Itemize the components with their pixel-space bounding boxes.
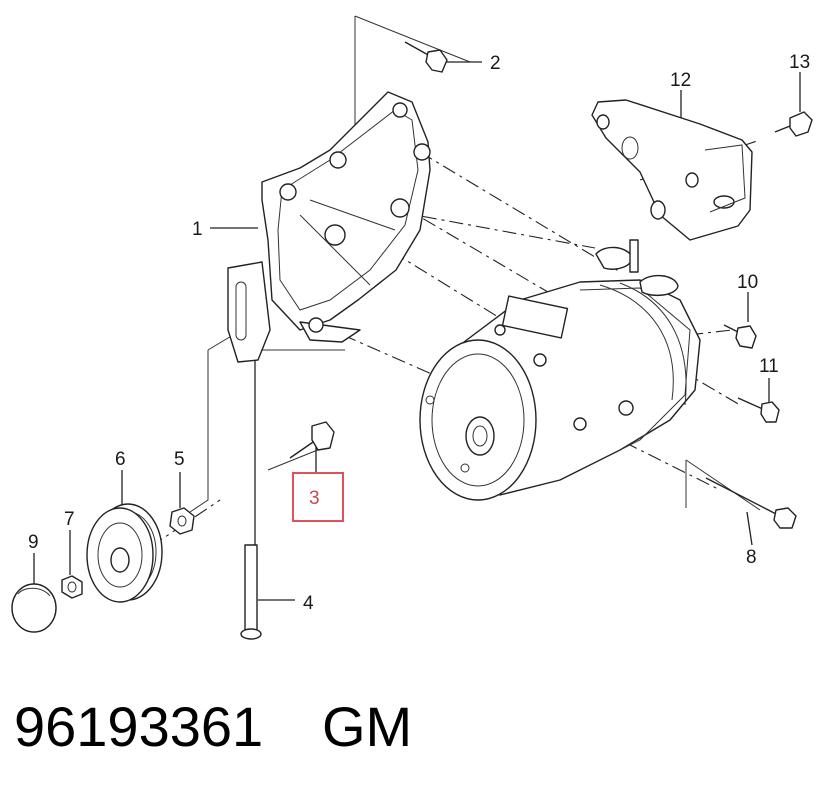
mounting-bracket [227, 91, 431, 363]
callout-11: 11 [759, 356, 779, 377]
callout-1: 1 [192, 219, 203, 240]
callout-9: 9 [28, 532, 39, 553]
ac-compressor [419, 239, 701, 501]
callout-labels: 2 1 3 4 5 6 7 8 9 10 11 12 13 [28, 52, 810, 614]
rear-bracket [591, 99, 753, 241]
callout-12: 12 [670, 70, 691, 91]
callout-13: 13 [789, 52, 810, 73]
callout-3: 3 [309, 488, 320, 509]
highlight-box [292, 472, 344, 522]
callout-8: 8 [746, 547, 757, 568]
bolt-2 [404, 41, 448, 73]
callout-10: 10 [737, 272, 758, 293]
bolt-3 [289, 421, 335, 459]
bolt-8 [705, 477, 797, 529]
brand-label: GM [322, 695, 413, 758]
bolt-13 [774, 111, 813, 137]
idler-pulley [86, 503, 163, 603]
callout-2: 2 [490, 53, 501, 74]
part-number: 96193361 [14, 695, 264, 758]
callout-7: 7 [64, 509, 75, 530]
bolt-11 [737, 397, 780, 423]
nut-7 [61, 575, 83, 599]
callout-6: 6 [115, 449, 126, 470]
callout-5: 5 [174, 449, 185, 470]
callout-4: 4 [303, 593, 314, 614]
leader-lines [33, 15, 801, 601]
bolt-4 [240, 544, 262, 640]
dust-cap [11, 583, 57, 633]
bolt-10 [723, 324, 757, 349]
nut-5 [169, 507, 195, 535]
